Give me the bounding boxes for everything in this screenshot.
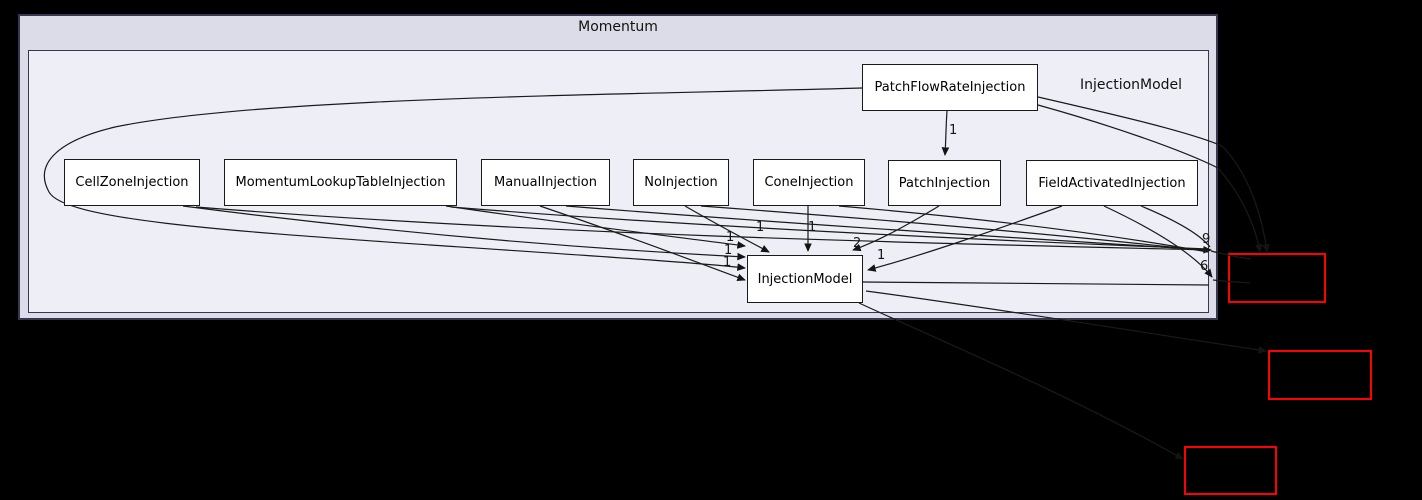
external-node-2[interactable] <box>1268 350 1372 400</box>
node-manualinjection[interactable]: ManualInjection <box>481 159 610 206</box>
cluster-label-injectionmodel[interactable]: InjectionModel <box>1080 77 1183 93</box>
node-cellzoneinjection[interactable]: CellZoneInjection <box>64 159 200 206</box>
edge-label-patchflowrate-patch: 1 <box>949 123 958 138</box>
edge-label-fieldactivated: 1 <box>877 248 886 263</box>
node-patchinjection[interactable]: PatchInjection <box>888 160 1001 206</box>
edge-label-right-6: 6 <box>1200 259 1209 274</box>
edge-label-left-3: 1 <box>723 255 732 270</box>
external-node-1[interactable] <box>1228 253 1326 303</box>
edge-label-noinjection: 1 <box>756 220 765 235</box>
edge-injectionmodel-to-external-3 <box>858 302 1184 460</box>
node-patchflowrateinjection[interactable]: PatchFlowRateInjection <box>862 64 1038 111</box>
edge-label-cone: 1 <box>808 220 817 235</box>
node-momentumlookuptableinjection[interactable]: MomentumLookupTableInjection <box>224 159 457 206</box>
node-injectionmodel[interactable]: InjectionModel <box>747 255 863 303</box>
external-node-3[interactable] <box>1184 446 1277 495</box>
node-fieldactivatedinjection[interactable]: FieldActivatedInjection <box>1026 160 1198 206</box>
edge-label-right-9: 9 <box>1202 232 1211 247</box>
node-coneinjection[interactable]: ConeInjection <box>753 159 865 206</box>
edge-label-patch: 2 <box>853 236 862 251</box>
cluster-label-momentum[interactable]: Momentum <box>578 19 658 35</box>
node-noinjection[interactable]: NoInjection <box>633 159 729 206</box>
